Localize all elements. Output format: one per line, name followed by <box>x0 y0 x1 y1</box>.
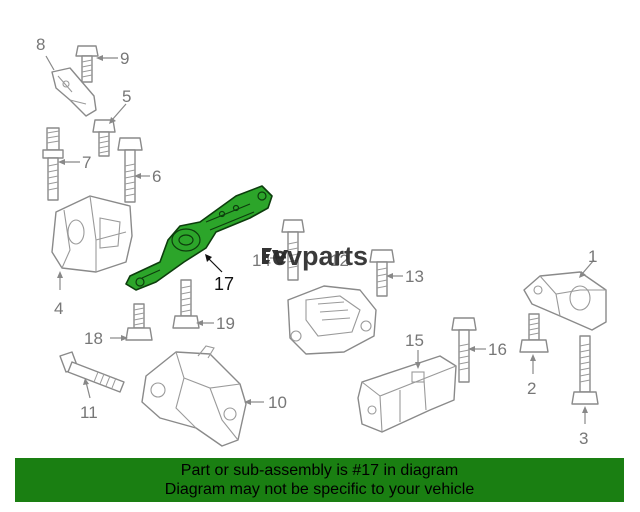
part-12-mount[interactable] <box>287 285 377 355</box>
callout-6: 6 <box>152 167 161 186</box>
part-9-bolt[interactable] <box>75 45 99 83</box>
callout-5: 5 <box>122 87 131 106</box>
part-11-bolt[interactable] <box>59 351 125 393</box>
callout-numbers: 1 2 3 4 5 6 7 8 9 10 11 12 13 14 15 16 1… <box>36 35 597 448</box>
callout-2: 2 <box>527 379 536 398</box>
part-18-bolt[interactable] <box>125 303 153 341</box>
callout-8: 8 <box>36 35 45 54</box>
part-2-bolt[interactable] <box>519 313 549 353</box>
callout-9: 9 <box>120 49 129 68</box>
part-17-torque-rod-highlighted[interactable] <box>125 185 273 291</box>
callout-4: 4 <box>54 299 63 318</box>
callout-3: 3 <box>579 429 588 448</box>
banner-line-1: Part or sub-assembly is #17 in diagram <box>180 462 459 479</box>
callout-19: 19 <box>216 314 235 333</box>
callout-7: 7 <box>82 153 91 172</box>
callout-17-highlighted: 17 <box>214 274 234 294</box>
part-4-mount[interactable] <box>51 195 133 273</box>
part-15-bracket[interactable] <box>357 355 457 433</box>
ev-logo-icon <box>262 248 288 264</box>
info-banner: Part or sub-assembly is #17 in diagram D… <box>15 458 624 502</box>
part-16-bolt[interactable] <box>451 317 477 383</box>
callout-10: 10 <box>268 393 287 412</box>
callout-12: 12 <box>330 251 349 270</box>
part-10-bracket[interactable] <box>141 345 247 447</box>
part-13-bolt[interactable] <box>369 249 395 297</box>
callout-11: 11 <box>80 403 98 422</box>
part-6-bolt[interactable] <box>117 137 143 203</box>
callout-18: 18 <box>84 329 103 348</box>
watermark: evparts <box>258 236 386 276</box>
watermark-text: evparts <box>272 241 368 271</box>
part-3-bolt[interactable] <box>571 335 599 405</box>
callout-16: 16 <box>488 340 507 359</box>
part-8-bracket[interactable] <box>51 67 97 117</box>
banner-line-2: Diagram may not be specific to your vehi… <box>164 481 475 498</box>
leader-lines <box>45 55 595 424</box>
callout-15: 15 <box>405 331 424 350</box>
part-19-bolt[interactable] <box>172 279 200 329</box>
part-1-bracket[interactable] <box>523 271 607 331</box>
part-7-stud[interactable] <box>42 127 64 201</box>
part-5-bolt[interactable] <box>92 119 116 157</box>
callout-13: 13 <box>405 267 424 286</box>
parts-diagram: 1 2 3 4 5 6 7 8 9 10 11 12 13 14 15 16 1… <box>36 35 607 448</box>
part-14-bolt[interactable] <box>281 219 305 281</box>
callout-1: 1 <box>588 247 597 266</box>
